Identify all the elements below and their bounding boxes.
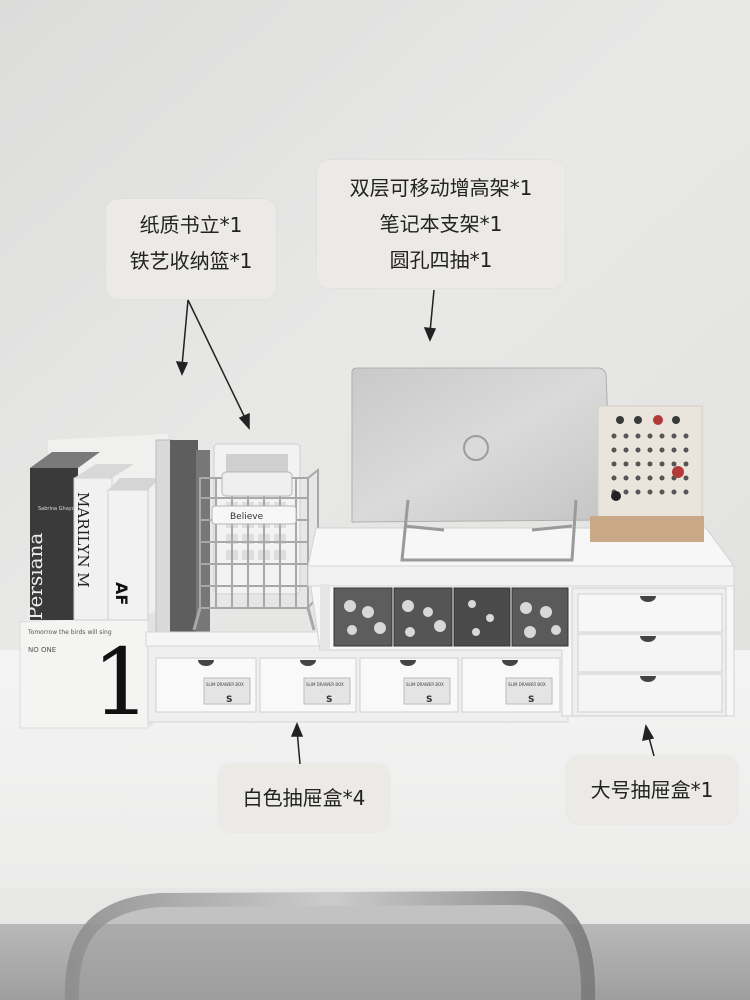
stand-number: 1: [92, 629, 151, 736]
books: Sabrina Ghayour Persiana MARILYN M AF: [23, 439, 210, 633]
laptop-on-stand: [351, 367, 613, 562]
book-author: Sabrina Ghayour: [38, 506, 81, 512]
large-drawer-box: [571, 587, 727, 717]
clip-label: Believe: [230, 512, 264, 522]
drawer-size-4: S: [528, 695, 534, 705]
label-line-large-drawer: 大号抽屉盒*1: [590, 778, 714, 802]
drawer-tag-3: SLIM DRAWER BOX: [406, 682, 444, 687]
perpetual-calendar: [590, 405, 704, 542]
stand-small-text-2: NO ONE: [28, 646, 56, 654]
drawer-tag-1: SLIM DRAWER BOX: [206, 682, 244, 687]
book-spine-marilyn: MARILYN M: [74, 492, 92, 588]
label-riser-stand-drawers: 双层可移动增高架*1 笔记本支架*1 圆孔四抽*1: [317, 160, 565, 288]
book-spine-af: AF: [112, 582, 131, 605]
clip: Believe: [211, 471, 297, 525]
label-book-stand-basket: 纸质书立*1 铁艺收纳篮*1: [106, 199, 276, 299]
label-line-white-drawers: 白色抽屉盒*4: [242, 786, 366, 810]
drawer-tag-2: SLIM DRAWER BOX: [306, 682, 344, 687]
label-line-wire-basket: 铁艺收纳篮*1: [129, 249, 253, 273]
four-smoky-drawers: [333, 587, 569, 647]
book-spine-persiana: Persiana: [23, 533, 47, 620]
drawer-tag-4: SLIM DRAWER BOX: [508, 682, 546, 687]
drawer-size-2: S: [326, 695, 332, 705]
chair: [64, 890, 596, 1000]
drawer-size-1: S: [226, 695, 232, 705]
label-white-drawers: 白色抽屉盒*4: [218, 764, 390, 832]
label-large-drawer: 大号抽屉盒*1: [566, 756, 738, 824]
label-line-laptop-stand: 笔记本支架*1: [379, 212, 503, 236]
label-line-four-drawers: 圆孔四抽*1: [389, 248, 493, 272]
white-drawers: SLIM DRAWER BOX SLIM DRAWER BOX SLIM DRA…: [155, 657, 561, 713]
floor: [0, 924, 750, 1000]
drawer-size-3: S: [426, 695, 432, 705]
label-line-riser: 双层可移动增高架*1: [349, 176, 533, 200]
pointer-arrows: [175, 289, 655, 765]
label-line-book-stand: 纸质书立*1: [139, 213, 243, 237]
stand-small-text: Tomorrow the birds will sing: [27, 629, 112, 636]
